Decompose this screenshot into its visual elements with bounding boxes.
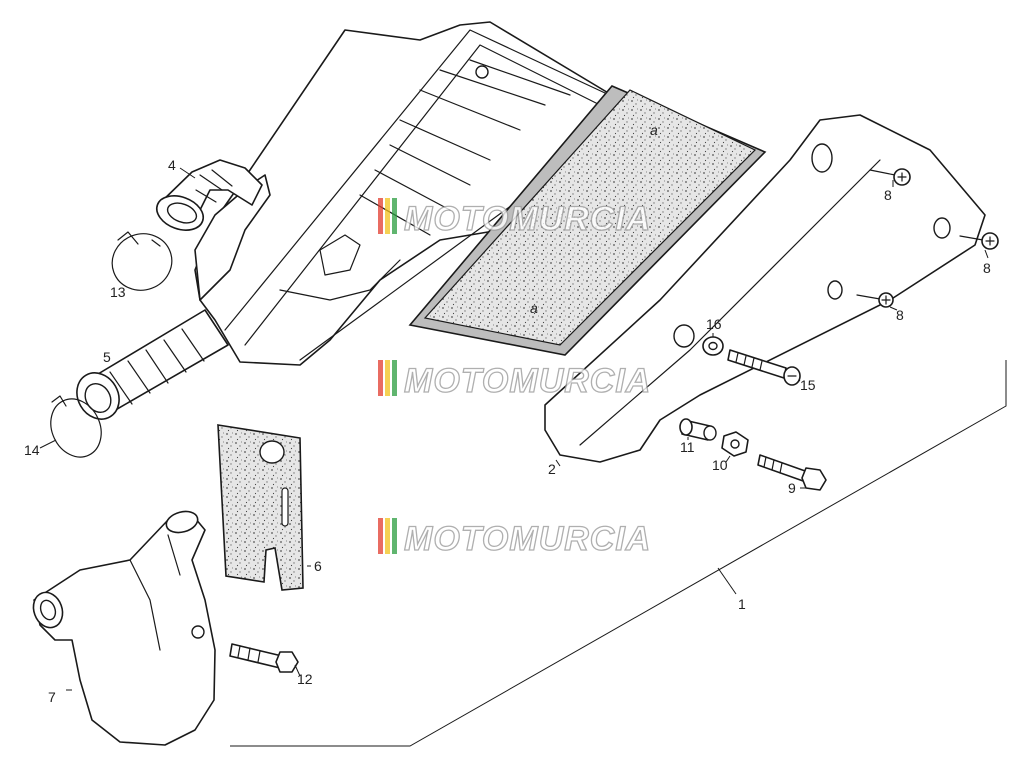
foam-pad-6 (217, 424, 304, 591)
watermark: MOTOMURCIA MOTOMURCIA MOTOMURCIA (378, 198, 651, 559)
bolt-15 (727, 349, 801, 386)
hose-clip-14 (50, 395, 102, 458)
nut-10 (721, 431, 749, 457)
part-label-8-mid: 8 (896, 307, 904, 323)
foam-filter-element: a a (408, 85, 767, 356)
part-label-8-right: 8 (983, 260, 991, 276)
spacer-11 (679, 418, 717, 441)
part-label-13: 13 (110, 284, 126, 300)
bolt-9 (757, 454, 827, 491)
part-label-4: 4 (168, 157, 176, 173)
washer-16 (702, 336, 724, 356)
screw-8-top (869, 168, 911, 186)
elbow-hose-4 (155, 159, 263, 231)
part-label-5: 5 (103, 349, 111, 365)
svg-text:MOTOMURCIA: MOTOMURCIA (404, 362, 651, 400)
part-labels: 1 2 4 5 6 7 8 8 8 9 10 11 12 13 14 15 16 (24, 157, 991, 705)
part-label-10: 10 (712, 457, 728, 473)
screw-8-right (959, 232, 999, 250)
svg-text:a: a (530, 300, 538, 316)
part-label-6: 6 (314, 558, 322, 574)
part-label-16: 16 (706, 316, 722, 332)
part-label-12: 12 (297, 671, 313, 687)
svg-text:a: a (650, 122, 658, 138)
part-label-15: 15 (800, 377, 816, 393)
part-label-9: 9 (788, 480, 796, 496)
air-duct-7 (32, 510, 216, 746)
part-label-14: 14 (24, 442, 40, 458)
bolt-12 (229, 643, 299, 673)
intake-tube-5 (76, 309, 229, 420)
watermark-2: MOTOMURCIA (378, 360, 651, 401)
part-label-1: 1 (738, 596, 746, 612)
part-label-11: 11 (680, 439, 695, 455)
screw-8-mid (856, 292, 894, 308)
filter-cover (544, 114, 986, 463)
watermark-3: MOTOMURCIA (378, 518, 651, 559)
part-label-2: 2 (548, 461, 556, 477)
svg-text:MOTOMURCIA: MOTOMURCIA (404, 520, 651, 558)
part-label-7: 7 (48, 689, 56, 705)
hose-clip-13 (111, 231, 173, 291)
watermark-1: MOTOMURCIA (378, 198, 651, 239)
part-label-8-top: 8 (884, 187, 892, 203)
air-filter-housing (194, 21, 621, 366)
leader-lines (39, 167, 989, 691)
svg-text:MOTOMURCIA: MOTOMURCIA (404, 200, 651, 238)
assembly-bracket (230, 360, 1007, 747)
